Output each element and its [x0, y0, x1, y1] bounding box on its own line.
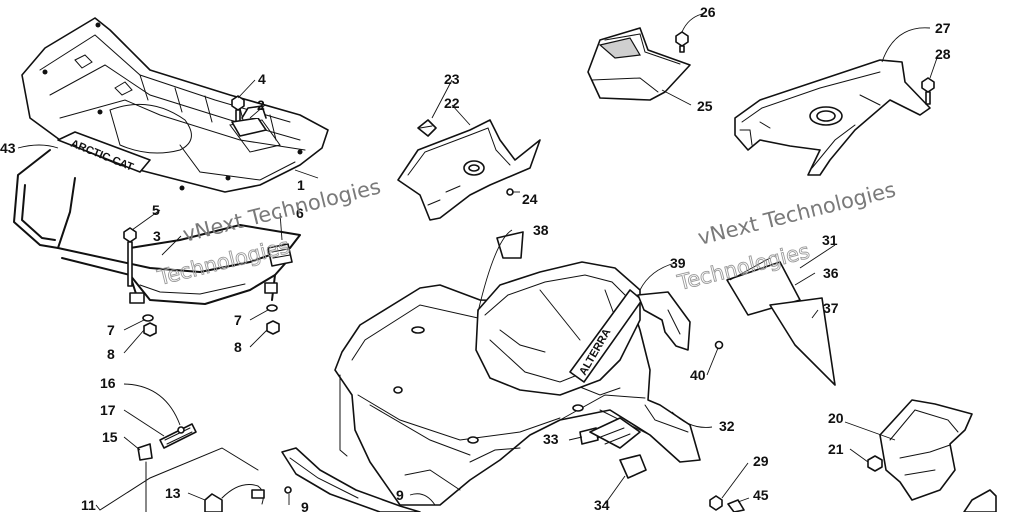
- callout-45: 45: [753, 487, 769, 503]
- headlight-harness-part-13: [204, 484, 265, 512]
- callout-43: 43: [0, 140, 16, 156]
- latch-part-34: [619, 454, 647, 479]
- bolt-part-5: [123, 227, 137, 287]
- callout-7-left: 7: [107, 322, 115, 338]
- rear-panel-part-27: [734, 59, 931, 176]
- callout-33: 33: [543, 431, 559, 447]
- callout-26: 26: [700, 4, 716, 20]
- screw-part-26: [675, 31, 689, 53]
- callout-9-right: 9: [396, 487, 404, 503]
- callout-22: 22: [444, 95, 460, 111]
- instrument-cover-part-25: [587, 27, 691, 101]
- decal-part-37: [769, 297, 836, 386]
- callout-39: 39: [670, 255, 686, 271]
- washer-part-7-left: [142, 314, 154, 322]
- callout-2: 2: [257, 97, 265, 113]
- callout-38: 38: [533, 222, 549, 238]
- callout-17: 17: [100, 402, 116, 418]
- callout-37: 37: [823, 300, 839, 316]
- screw-part-21: [867, 455, 883, 472]
- screw-part-28: [921, 77, 935, 105]
- bolt-part-4: [231, 95, 245, 125]
- callout-4: 4: [258, 71, 266, 87]
- reflector-part-17: [159, 423, 197, 449]
- clip-part-15: [137, 443, 153, 461]
- nut-part-8-left: [143, 322, 157, 337]
- leader-lines: [17, 13, 939, 511]
- callout-27: 27: [935, 20, 951, 36]
- callout-9-left: 9: [301, 499, 309, 512]
- callout-40: 40: [690, 367, 706, 383]
- screw-part-29: [709, 495, 723, 511]
- callout-7-right: 7: [234, 312, 242, 328]
- clamp-part-6: [267, 243, 293, 267]
- callout-6: 6: [296, 205, 304, 221]
- callout-labels: 1 2 3 4 5 6 7 7 8 8 9 9 11 13 15 16 17 2…: [0, 4, 951, 512]
- callout-20: 20: [828, 410, 844, 426]
- callout-5: 5: [152, 202, 160, 218]
- clip-part-45: [727, 499, 745, 512]
- screw-part-16: [177, 426, 185, 434]
- front-trim-part-9: [281, 447, 421, 512]
- callout-1: 1: [297, 177, 305, 193]
- decal-part-38: [496, 231, 524, 259]
- nut-part-8-right: [266, 320, 280, 335]
- side-panel-part-20: [879, 399, 973, 501]
- callout-11: 11: [81, 497, 96, 512]
- switch-part-23: [417, 119, 437, 137]
- corner-part-edge: [963, 489, 997, 512]
- headlight-bracket-part-11: [99, 447, 259, 512]
- callout-25: 25: [697, 98, 713, 114]
- side-bracket-part-39: [637, 291, 691, 351]
- bracket-part-33: [589, 417, 641, 449]
- callout-15: 15: [102, 429, 118, 445]
- dash-panel-part-22: [397, 119, 541, 221]
- watermark-right-line1: vNext Technologies: [695, 177, 898, 249]
- callout-3: 3: [153, 228, 161, 244]
- rivet-part-9: [284, 486, 292, 494]
- decal-part-36: [726, 261, 801, 316]
- callout-21: 21: [828, 441, 844, 457]
- screw-part-40: [714, 340, 724, 350]
- front-rack-part-1: [21, 17, 329, 193]
- callout-28: 28: [935, 46, 951, 62]
- callout-23: 23: [444, 71, 460, 87]
- watermark-left: vNext Technologies Technologies: [154, 174, 383, 290]
- callout-8-right: 8: [234, 339, 242, 355]
- callout-16: 16: [100, 375, 116, 391]
- callout-13: 13: [165, 485, 181, 501]
- callout-36: 36: [823, 265, 839, 281]
- callout-8-left: 8: [107, 346, 115, 362]
- callout-24: 24: [522, 191, 538, 207]
- callout-29: 29: [753, 453, 769, 469]
- front-brush-guard-part-3: [13, 149, 301, 305]
- callout-34: 34: [594, 497, 610, 512]
- washer-part-7-right: [266, 304, 278, 312]
- callout-32: 32: [719, 418, 735, 434]
- callout-31: 31: [822, 232, 838, 248]
